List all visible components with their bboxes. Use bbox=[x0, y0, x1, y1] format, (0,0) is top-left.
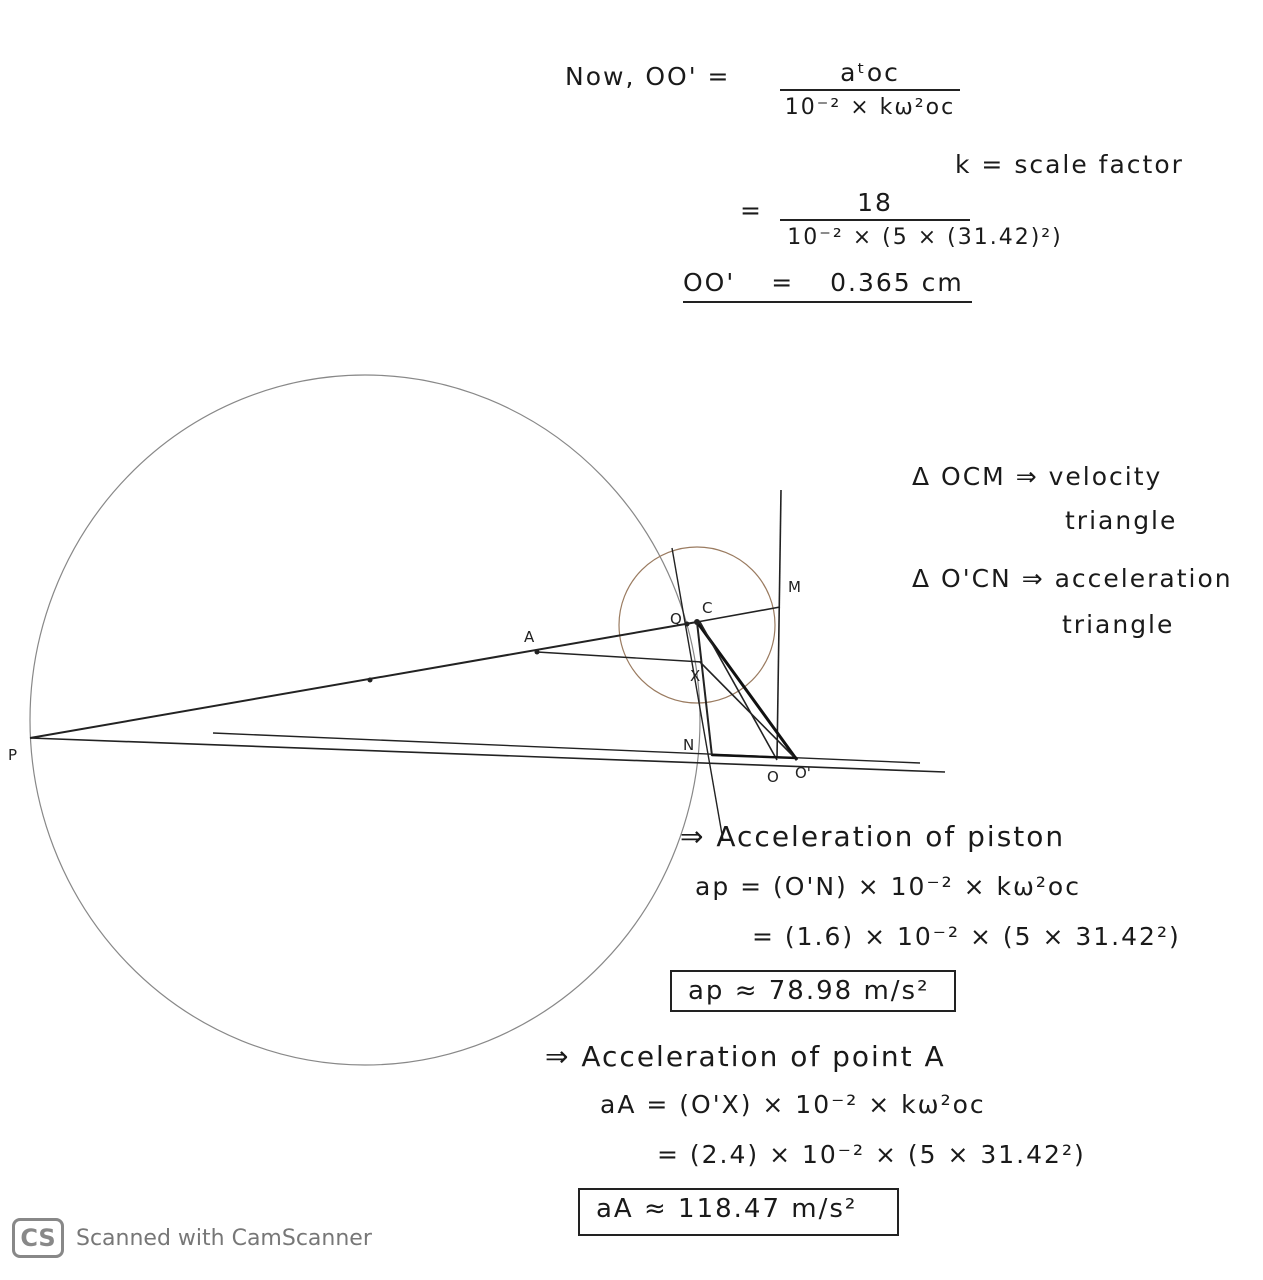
line-perpendicular bbox=[671, 547, 724, 841]
equals-sign: = bbox=[740, 196, 763, 225]
label-o: O bbox=[767, 768, 779, 786]
fraction-numerator: 18 bbox=[780, 188, 970, 221]
label-a: A bbox=[524, 628, 535, 646]
result-lhs: OO' bbox=[683, 268, 736, 297]
line-a-x bbox=[536, 651, 703, 663]
line-x-o1 bbox=[699, 661, 798, 761]
piston-formula: ap = (O'N) × 10⁻² × kω²oc bbox=[695, 872, 1081, 901]
note-velocity-triangle: Δ OCM ⇒ velocity bbox=[912, 462, 1163, 491]
scale-factor-note: k = scale factor bbox=[955, 150, 1184, 179]
piston-result-box: ap ≈ 78.98 m/s² bbox=[670, 970, 956, 1012]
fraction-oo-formula: aᵗoc 10⁻² × kω²oc bbox=[780, 58, 960, 120]
piston-values: = (1.6) × 10⁻² × (5 × 31.42²) bbox=[752, 922, 1181, 951]
camscanner-watermark: CS Scanned with CamScanner bbox=[12, 1218, 372, 1258]
small-circle bbox=[618, 546, 776, 704]
line-parallel bbox=[212, 732, 921, 764]
line-c-m bbox=[696, 606, 781, 623]
line-p-c bbox=[29, 621, 698, 739]
point-a-result-box: aA ≈ 118.47 m/s² bbox=[578, 1188, 900, 1236]
point-a-heading: ⇒ Acceleration of point A bbox=[545, 1040, 946, 1073]
fraction-denominator: 10⁻² × kω²oc bbox=[784, 95, 956, 120]
result-eq: = bbox=[771, 268, 795, 297]
camscanner-logo-icon: CS bbox=[12, 1218, 64, 1258]
line-c-o bbox=[699, 621, 778, 761]
label-o-prime: O' bbox=[795, 764, 811, 782]
oo-result: OO' = 0.365 cm bbox=[683, 268, 972, 303]
label-m: M bbox=[788, 578, 801, 596]
piston-heading: ⇒ Acceleration of piston bbox=[680, 820, 1066, 853]
label-x: X bbox=[690, 667, 700, 685]
label-p: P bbox=[8, 746, 17, 764]
fraction-oo-values: 18 10⁻² × (5 × (31.42)²) bbox=[780, 188, 1070, 250]
line-c-n bbox=[696, 621, 713, 757]
note-velocity-triangle-2: triangle bbox=[1065, 506, 1178, 535]
point-a-values: = (2.4) × 10⁻² × (5 × 31.42²) bbox=[657, 1140, 1086, 1169]
label-q: Q bbox=[670, 610, 682, 628]
result-rhs: 0.365 cm bbox=[830, 268, 964, 297]
note-acceleration-triangle-2: triangle bbox=[1062, 610, 1175, 639]
crank-circle bbox=[29, 374, 701, 1066]
label-c: C bbox=[702, 599, 712, 617]
line-n-o1 bbox=[711, 753, 798, 760]
point-a-formula: aA = (O'X) × 10⁻² × kω²oc bbox=[600, 1090, 986, 1119]
note-acceleration-triangle: Δ O'CN ⇒ acceleration bbox=[912, 564, 1233, 593]
label-n: N bbox=[683, 736, 694, 754]
fraction-numerator: aᵗoc bbox=[780, 58, 960, 91]
watermark-text: Scanned with CamScanner bbox=[76, 1225, 372, 1251]
fraction-denominator: 10⁻² × (5 × (31.42)²) bbox=[787, 225, 1063, 250]
now-label: Now, OO' = bbox=[565, 62, 731, 91]
line-of-stroke bbox=[29, 737, 946, 773]
line-m-vertical bbox=[776, 489, 782, 759]
